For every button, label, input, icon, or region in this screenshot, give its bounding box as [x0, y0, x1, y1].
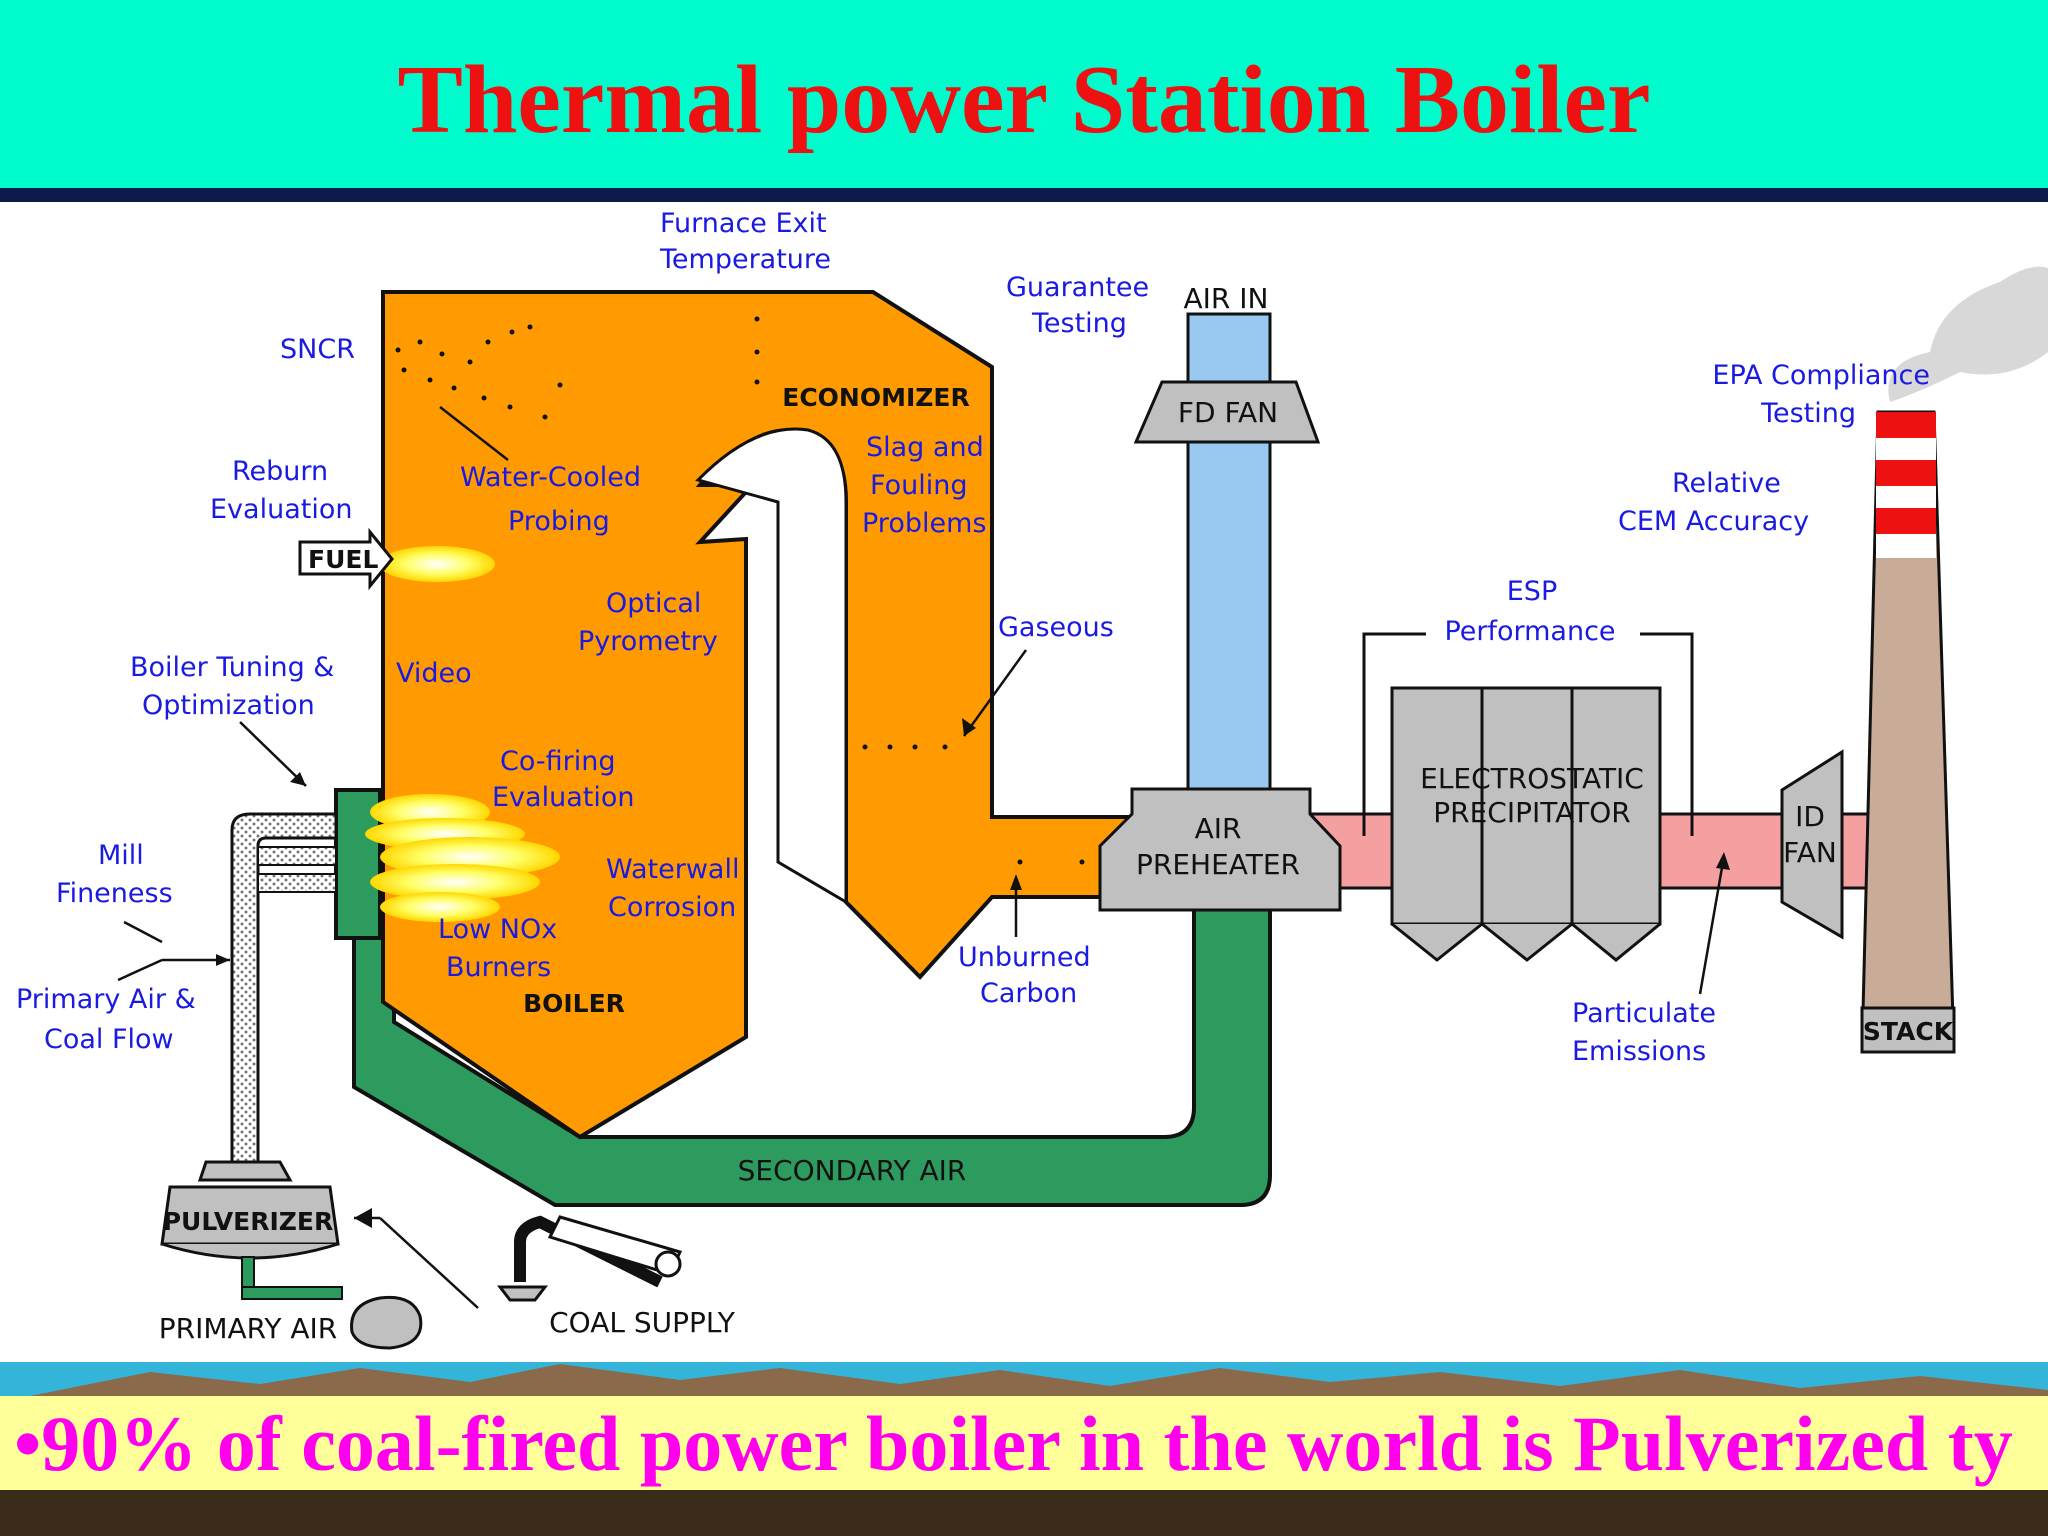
- label-sncr: SNCR: [280, 334, 355, 365]
- reburn-flame: [379, 546, 495, 582]
- sncr-injection-dots: [395, 316, 1085, 865]
- label-esp-name-2: PRECIPITATOR: [1433, 796, 1631, 829]
- label-relative-1: Relative: [1672, 468, 1781, 499]
- page-title: Thermal power Station Boiler: [397, 46, 1651, 154]
- label-furnace-exit-1: Furnace Exit: [660, 208, 827, 239]
- label-fuel: FUEL: [308, 545, 378, 574]
- boiler-diagram: Furnace Exit Temperature Guarantee Testi…: [16, 208, 2048, 1350]
- label-esp-name-1: ELECTROSTATIC: [1420, 762, 1644, 795]
- label-air-preheater-1: AIR: [1195, 812, 1242, 845]
- footer-band: [0, 1396, 2048, 1490]
- label-pulverizer: PULVERIZER: [163, 1207, 334, 1236]
- label-secondary-air: SECONDARY AIR: [738, 1154, 967, 1187]
- label-esp-1: ESP: [1507, 576, 1557, 607]
- label-optical-1: Optical: [606, 588, 701, 619]
- title-divider: [0, 188, 2048, 202]
- label-water-cooled-1: Water-Cooled: [460, 462, 641, 493]
- label-optical-2: Pyrometry: [578, 626, 718, 657]
- label-economizer: ECONOMIZER: [782, 383, 970, 412]
- label-reburn-2: Evaluation: [210, 494, 352, 525]
- label-cofiring-1: Co-firing: [500, 746, 615, 777]
- label-video: Video: [396, 658, 472, 689]
- burner-pipe-2: [257, 873, 337, 893]
- coal-conveyor: [496, 1215, 683, 1302]
- label-esp-2: Performance: [1444, 616, 1615, 647]
- label-low-nox-1: Low NOx: [438, 914, 557, 945]
- label-primary-air: PRIMARY AIR: [159, 1312, 337, 1345]
- label-waterwall-2: Corrosion: [608, 892, 736, 923]
- coal-pile: [350, 1295, 423, 1350]
- burner-pipe-1: [257, 846, 337, 866]
- pulverizer: [160, 1160, 343, 1300]
- label-particulate-2: Emissions: [1572, 1036, 1706, 1067]
- label-furnace-exit-2: Temperature: [659, 244, 831, 275]
- coal-pipe: [230, 812, 338, 1164]
- electrostatic-precipitator: [1390, 686, 1662, 962]
- label-slag-1: Slag and: [866, 432, 984, 463]
- label-id-fan-1: ID: [1795, 800, 1825, 833]
- label-waterwall-1: Waterwall: [606, 854, 739, 885]
- esp-bracket: [1362, 632, 1694, 836]
- label-mill-1: Mill: [98, 840, 144, 871]
- label-boiler-tuning-2: Optimization: [142, 690, 315, 721]
- boiler-furnace: [381, 290, 1142, 1140]
- label-air-in: AIR IN: [1184, 282, 1269, 315]
- fd-fan: [1133, 380, 1321, 444]
- footer-bullet: •90% of coal-fired power boiler in the w…: [14, 1400, 2013, 1487]
- label-gaseous: Gaseous: [998, 612, 1114, 643]
- label-primary-air-flow-2: Coal Flow: [44, 1024, 174, 1055]
- label-primary-air-flow-1: Primary Air &: [16, 984, 196, 1015]
- label-slag-2: Fouling: [870, 470, 967, 501]
- label-boiler: BOILER: [523, 989, 625, 1018]
- id-fan: [1780, 749, 1844, 940]
- label-guarantee-2: Testing: [1031, 308, 1127, 339]
- label-stack: STACK: [1863, 1017, 1955, 1046]
- stack: [1860, 410, 1956, 1054]
- label-particulate-1: Particulate: [1572, 998, 1716, 1029]
- label-guarantee-1: Guarantee: [1006, 272, 1149, 303]
- label-low-nox-2: Burners: [446, 952, 551, 983]
- label-boiler-tuning-1: Boiler Tuning &: [130, 652, 334, 683]
- label-mill-2: Fineness: [56, 878, 173, 909]
- air-preheater: [1098, 787, 1342, 912]
- label-fd-fan: FD FAN: [1178, 396, 1278, 429]
- label-coal-supply: COAL SUPPLY: [549, 1306, 736, 1339]
- leader-arrows: [216, 718, 1730, 1228]
- fuel-arrow: [298, 527, 394, 591]
- burner-flames: [365, 794, 560, 922]
- label-epa-2: Testing: [1760, 398, 1856, 429]
- label-epa-1: EPA Compliance: [1712, 360, 1930, 391]
- gas-pass-opening: [695, 427, 848, 905]
- label-air-preheater-2: PREHEATER: [1136, 848, 1300, 881]
- label-id-fan-2: FAN: [1783, 836, 1837, 869]
- label-slag-3: Problems: [862, 508, 986, 539]
- label-reburn-1: Reburn: [232, 456, 328, 487]
- title-bar: Thermal power Station Boiler: [0, 0, 2048, 190]
- label-water-cooled-2: Probing: [508, 506, 610, 537]
- label-unburned-1: Unburned: [958, 942, 1091, 973]
- label-cofiring-2: Evaluation: [492, 782, 634, 813]
- label-unburned-2: Carbon: [980, 978, 1077, 1009]
- smoke-plume: [1888, 266, 2048, 402]
- label-relative-2: CEM Accuracy: [1618, 506, 1809, 537]
